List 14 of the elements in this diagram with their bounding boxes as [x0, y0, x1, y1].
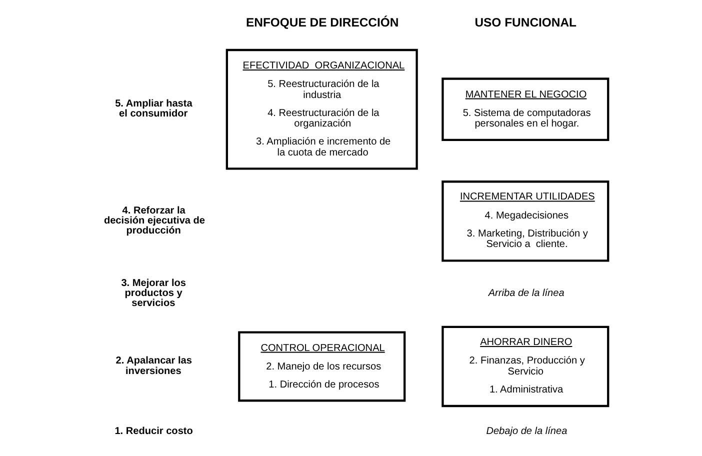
label: 2. Apalancar las inversiones — [116, 356, 192, 377]
label: 3. Mejorar los productos y servicios — [121, 278, 186, 310]
label: 4. Reforzar la decisión ejecutiva de producción — [104, 205, 206, 237]
label: USO FUNCIONAL — [474, 15, 577, 30]
label: ENFOQUE DE DIRECCIÓN — [246, 15, 399, 30]
node-box: EFECTIVIDAD ORGANIZACIONAL 5. Reestructuración de la industria 4. Reestructuración de la organización 3. Ampliación e incremento de la cuota de mercado — [226, 48, 418, 170]
node-box: AHORRAR DINERO 2. Finanzas, Producción y Servicio 1. Administrativa — [442, 326, 610, 408]
label: 1. Reducir costo — [114, 426, 193, 437]
node-box: INCREMENTAR UTILIDADES 4. Megadecisiones 3. Marketing, Distribución y Servicio a cliente. — [442, 180, 610, 262]
node-box: MANTENER EL NEGOCIO 5. Sistema de computadoras personales en el hogar. — [442, 78, 610, 141]
label: Debajo de la línea — [486, 426, 568, 437]
node-box: CONTROL OPERACIONAL 2. Manejo de los recursos 1. Dirección de procesos — [238, 331, 406, 402]
label: 5. Ampliar hasta el consumidor — [115, 98, 192, 120]
label: Arriba de la línea — [488, 288, 564, 299]
